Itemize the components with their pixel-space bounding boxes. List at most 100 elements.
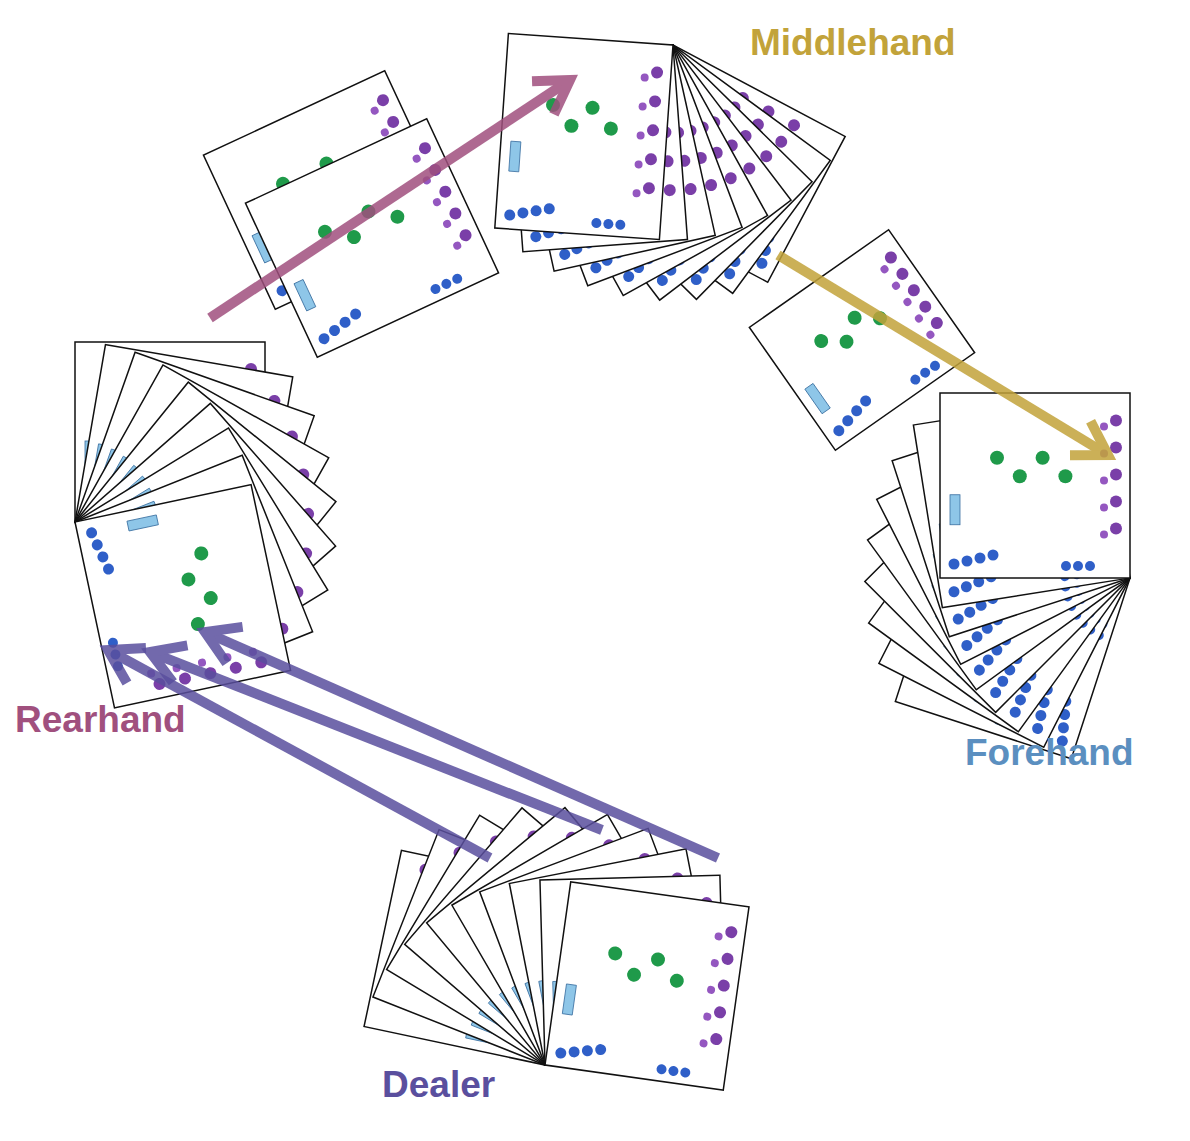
arrow-head	[1070, 421, 1108, 455]
paw-print	[1100, 531, 1108, 539]
paw-print	[683, 182, 697, 196]
paw-print	[91, 538, 104, 551]
paw-print	[202, 590, 219, 607]
paw-print	[714, 932, 723, 941]
paw-print	[988, 685, 1004, 701]
paw-print	[837, 332, 856, 351]
paw-print	[710, 959, 719, 968]
paw-print	[543, 203, 555, 215]
paw-print	[858, 393, 873, 408]
paw-print	[1100, 477, 1108, 485]
paw-print	[663, 184, 676, 197]
paw-print	[699, 1039, 708, 1048]
paw-print	[437, 184, 453, 200]
paw-print	[564, 118, 579, 133]
paw-print	[649, 95, 662, 108]
paw-print	[1013, 469, 1027, 483]
paw-print	[928, 315, 945, 332]
paw-print	[634, 160, 643, 169]
paw-print	[811, 331, 830, 350]
paw-print	[1013, 692, 1028, 707]
paw-print	[849, 403, 864, 418]
paw-print	[972, 662, 987, 677]
paw-print	[607, 946, 623, 962]
arrow-shaft	[150, 652, 602, 830]
paw-print	[429, 282, 442, 295]
paw-print	[951, 612, 965, 626]
arrow-shaft	[108, 650, 490, 858]
deal-arrow	[150, 645, 602, 830]
paw-print	[1110, 496, 1122, 508]
paw-print	[713, 1006, 727, 1020]
paw-print	[458, 227, 474, 243]
paw-print	[656, 1064, 667, 1075]
paw-print	[879, 264, 890, 275]
paw-print	[962, 556, 973, 567]
paw-print	[949, 559, 960, 570]
paw-print	[905, 282, 922, 299]
arrow-head	[108, 648, 146, 683]
paw-print	[411, 153, 422, 164]
paw-print	[680, 1067, 691, 1078]
paw-print	[1036, 451, 1050, 465]
paw-print	[831, 423, 846, 438]
paw-print	[193, 545, 210, 562]
paw-print	[990, 451, 1004, 465]
card-tab	[127, 515, 158, 531]
playing-card	[545, 882, 749, 1090]
paw-print	[894, 266, 911, 283]
paw-print	[1110, 415, 1122, 427]
card-face	[495, 33, 673, 239]
paw-print	[948, 585, 961, 598]
deal-arrow	[205, 627, 718, 858]
paw-print	[626, 967, 642, 983]
arrow-shaft	[778, 255, 1108, 455]
paw-print	[959, 638, 974, 653]
paw-print	[638, 102, 647, 111]
paw-print	[721, 952, 735, 966]
paw-print	[668, 1065, 679, 1076]
paw-print	[636, 131, 645, 140]
paw-print	[517, 207, 529, 219]
paw-print	[442, 219, 453, 230]
paw-print	[913, 313, 924, 324]
paw-print	[102, 563, 115, 576]
paw-print	[447, 205, 463, 221]
paw-print	[440, 277, 453, 290]
card-face	[940, 393, 1130, 578]
paw-print	[375, 92, 391, 108]
card-face	[545, 882, 749, 1090]
playing-card	[940, 393, 1130, 578]
paw-print	[928, 359, 942, 373]
paw-print	[960, 580, 973, 593]
paw-print	[96, 550, 109, 563]
paw-print	[995, 673, 1011, 689]
paw-print	[925, 329, 936, 340]
paw-print	[581, 1045, 593, 1057]
paw-print	[385, 114, 401, 130]
paw-print	[317, 331, 332, 346]
card-face	[75, 485, 291, 708]
paw-print	[603, 219, 614, 230]
paw-print	[725, 925, 739, 939]
paw-print	[594, 1043, 606, 1055]
paw-print	[651, 66, 664, 79]
paw-print	[1100, 504, 1108, 512]
paw-print	[452, 240, 463, 251]
paw-print	[669, 973, 685, 989]
paw-print	[709, 1032, 723, 1046]
paw-print	[1061, 561, 1071, 571]
arrow-shaft	[205, 632, 718, 858]
paw-print	[1073, 561, 1083, 571]
player-label: Forehand	[965, 733, 1134, 774]
paw-print	[530, 205, 542, 217]
player-label: Rearhand	[15, 700, 186, 741]
paw-print	[417, 140, 433, 156]
paw-print	[975, 553, 986, 564]
paw-print	[908, 373, 922, 387]
card-tab	[509, 141, 521, 172]
card-tab	[950, 495, 960, 525]
card-tab	[805, 383, 830, 413]
paw-print	[585, 100, 600, 115]
